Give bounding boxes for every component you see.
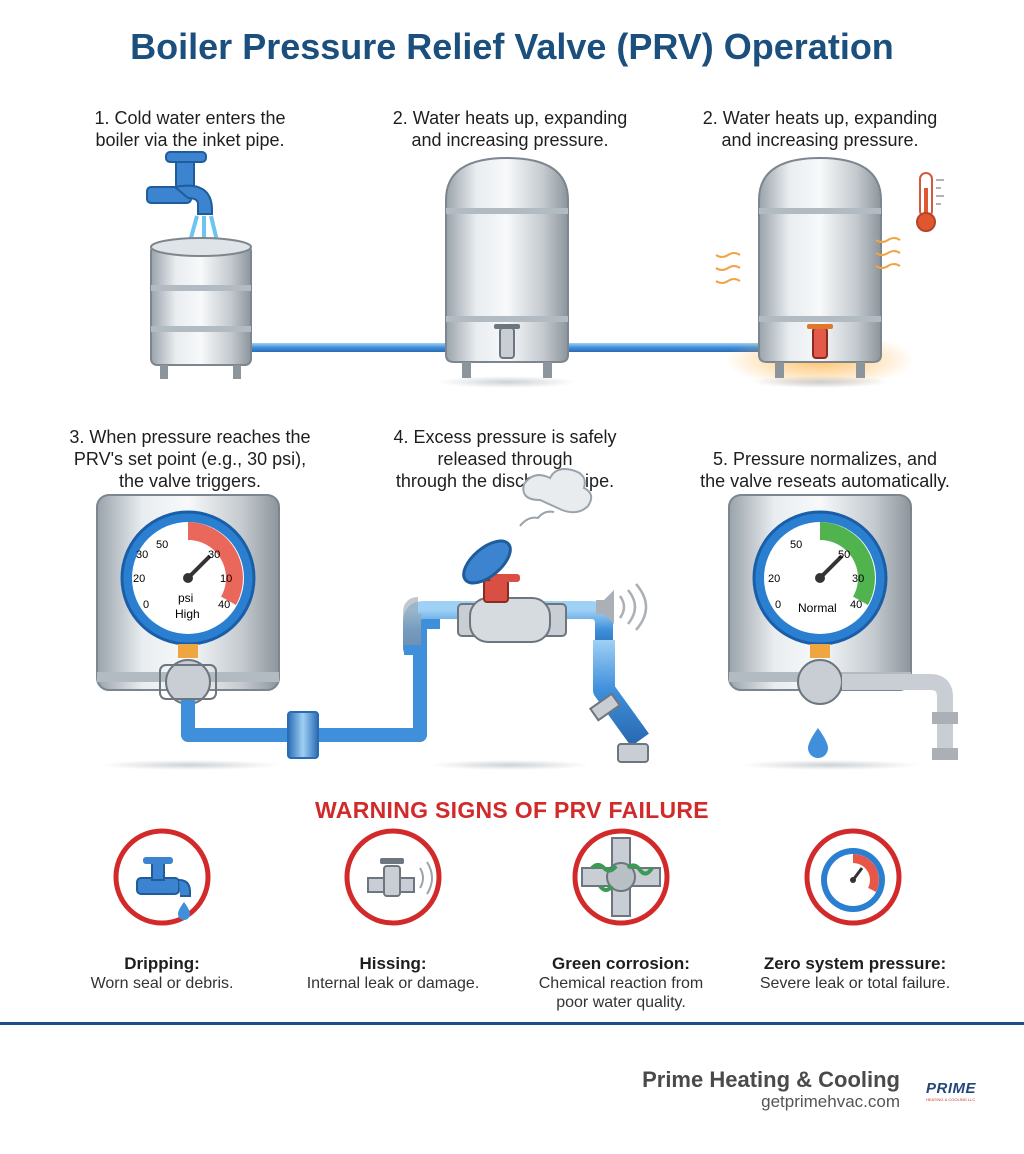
gauge-status-label: High [175,607,200,621]
logo-text: PRIME [926,1080,977,1097]
step-3-caption: 3. When pressure reaches the PRV's set p… [69,427,311,491]
gauge-tick-label: 40 [850,599,862,611]
warning-sign-zero-pressure: Zero system pressure: Severe leak or tot… [740,954,970,993]
sign-title: Zero system pressure: [763,954,947,973]
hissing-valve-icon [344,828,442,926]
gauge-tick-label: 50 [790,539,802,551]
gauge-tick-label: 0 [775,599,781,611]
connecting-pipe [245,343,455,352]
gauge-tick-label: 20 [133,573,145,585]
page-title: Boiler Pressure Relief Valve (PRV) Opera… [130,26,894,67]
discharge-valve [403,468,649,763]
relief-valve-fitting [159,644,217,705]
sign-desc: Severe leak or total failure. [759,975,951,992]
warning-sign-hissing: Hissing: Internal leak or damage. [283,954,503,993]
pressure-gauge-icon [804,828,902,926]
sign-title: Dripping: [124,954,200,973]
warning-sign-dripping: Dripping: Worn seal or debris. [62,954,262,993]
water-drop-icon [808,728,828,758]
small-boiler-tank [150,237,252,379]
reseated-valve-fitting [797,644,958,760]
heating-boiler-tank [715,156,915,388]
company-logo: PRIME HEATING & COOLING LLC [926,1080,1004,1102]
gauge-tick-label: 20 [768,573,780,585]
footer-divider [0,1022,1024,1025]
warning-title: WARNING SIGNS OF PRV FAILURE [315,797,709,823]
pressure-gauge-normal [752,510,888,646]
gauge-tick-label: 50 [156,539,168,551]
step-1-caption: 1. Cold water enters the boiler via the … [94,108,286,150]
gauge-tick-label: 30 [208,549,220,561]
dripping-faucet-icon [113,828,211,926]
company-name: Prime Heating & Cooling [642,1067,900,1092]
sign-desc: Internal leak or damage. [306,975,480,992]
warning-sign-corrosion: Green corrosion: Chemical reaction from … [516,954,726,1012]
step-2b-caption: 2. Water heats up, expanding and increas… [702,108,938,150]
gauge-tick-label: 30 [136,549,148,561]
gauge-tick-label: 0 [143,599,149,611]
faucet-icon [146,151,226,249]
gauge-status-label: Normal [798,601,837,615]
sign-desc: poor water quality. [556,994,686,1011]
pipe-coupling [287,711,319,759]
connecting-pipe [560,343,765,352]
step-5-caption: 5. Pressure normalizes, and the valve re… [700,449,950,491]
gauge-unit-label: psi [178,591,193,605]
sign-desc: Worn seal or debris. [90,975,234,992]
gauge-tick-label: 40 [218,599,230,611]
pressure-gauge-high [120,510,256,646]
sign-title: Hissing: [359,954,427,973]
corroded-pipe-icon [572,828,670,926]
discharge-pipe [181,615,440,742]
gauge-tick-label: 30 [852,573,864,585]
step-2-caption: 2. Water heats up, expanding and increas… [392,108,628,150]
website-link[interactable]: getprimehvac.com [761,1092,900,1111]
logo-subtext: HEATING & COOLING LLC [926,1097,976,1102]
sound-icon [596,583,648,631]
boiler-tank [437,156,577,388]
gauge-tick-label: 10 [220,573,232,585]
sign-title: Green corrosion: [552,954,690,973]
thermometer-icon [916,172,944,232]
sign-desc: Chemical reaction from [538,975,704,992]
gauge-tick-label: 50 [838,549,850,561]
